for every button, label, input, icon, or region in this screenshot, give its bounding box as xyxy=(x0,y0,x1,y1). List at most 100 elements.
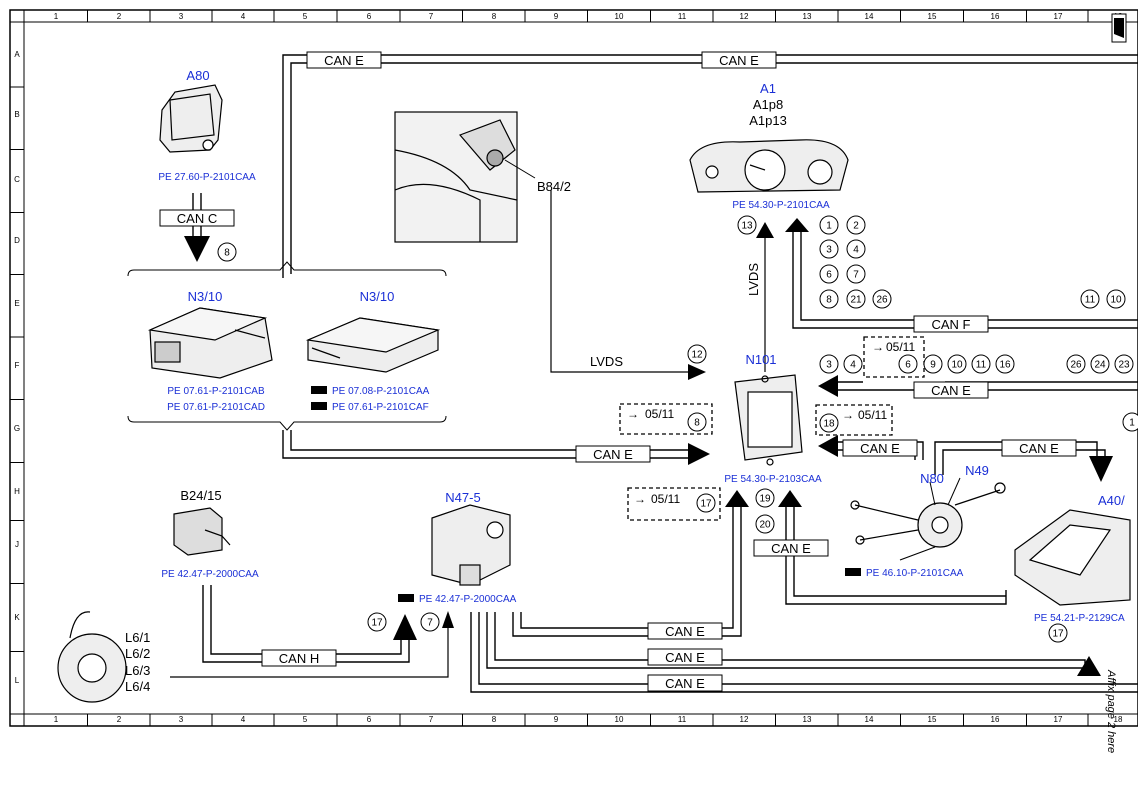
grid-row-label: B xyxy=(14,110,19,119)
svg-text:CAN E: CAN E xyxy=(665,624,705,639)
l6-wheel-illustration xyxy=(57,611,127,703)
n49-id: N49 xyxy=(965,463,989,478)
grid-row-label: L xyxy=(15,676,20,685)
grid-column-label: 14 xyxy=(865,12,874,21)
svg-text:17: 17 xyxy=(700,499,712,510)
b24-15-illustration xyxy=(173,507,231,556)
svg-text:16: 16 xyxy=(999,360,1011,371)
l6-1: L6/1 xyxy=(125,630,150,645)
b24-15-id: B24/15 xyxy=(180,488,221,503)
component-illustrations xyxy=(57,84,1131,703)
connector-circle: 23 xyxy=(1114,354,1134,374)
svg-text:8: 8 xyxy=(826,295,832,306)
n101-illustration xyxy=(734,374,803,466)
page-refs: → 05/11 → 05/11 → 05/11 → 05/11 xyxy=(619,336,925,521)
svg-text:26: 26 xyxy=(876,295,888,306)
grid-column-label: 1 xyxy=(54,715,59,724)
n101-id: N101 xyxy=(745,352,776,367)
n3-10-right-illustration xyxy=(305,317,441,373)
connector-circle: 7 xyxy=(846,264,866,284)
a1-ref: PE 54.30-P-2101CAA xyxy=(732,200,830,211)
b24-15-ref: PE 42.47-P-2000CAA xyxy=(161,569,259,580)
connector-circle: 1 xyxy=(819,215,839,235)
hand-pointer-icon xyxy=(311,386,327,394)
grid-column-label: 7 xyxy=(429,715,434,724)
grid-column-label: 11 xyxy=(678,12,687,21)
connector-circle: 10 xyxy=(947,354,967,374)
hand-pointer-icon xyxy=(311,402,327,410)
connector-circle: 8 xyxy=(819,289,839,309)
n3-10-left-ref1: PE 07.61-P-2101CAB xyxy=(167,386,265,397)
connector-circle: 6 xyxy=(819,264,839,284)
svg-text:4: 4 xyxy=(853,245,859,256)
grid-column-label: 14 xyxy=(865,715,874,724)
svg-text:CAN E: CAN E xyxy=(860,441,900,456)
a80-illustration xyxy=(159,84,223,153)
connector-circle: 12 xyxy=(687,344,707,364)
grid-column-label: 13 xyxy=(803,12,812,21)
grid-row-label: C xyxy=(14,175,20,184)
grid-column-label: 5 xyxy=(303,12,308,21)
arrow-can-e-up-2 xyxy=(778,490,802,507)
connector-circle: 16 xyxy=(995,354,1015,374)
grid-column-label: 13 xyxy=(803,715,812,724)
svg-text:10: 10 xyxy=(951,360,963,371)
connector-circle: 4 xyxy=(843,354,863,374)
svg-text:05/11: 05/11 xyxy=(651,492,680,506)
b84-2-photo xyxy=(394,111,536,243)
grid-column-label: 17 xyxy=(1054,715,1063,724)
b84-2-id: B84/2 xyxy=(537,179,571,194)
connector-circle: 11 xyxy=(971,354,991,374)
connector-circle: 7 xyxy=(420,612,440,632)
bus-label-can-e-top-1: CAN E xyxy=(306,51,382,69)
svg-text:11: 11 xyxy=(976,360,987,371)
n3-10-left-illustration xyxy=(147,307,273,379)
bus-label-can-c: CAN C xyxy=(159,209,235,227)
svg-text:→: → xyxy=(634,492,646,506)
svg-text:05/11: 05/11 xyxy=(858,408,887,422)
svg-text:10: 10 xyxy=(1110,295,1122,306)
grid-column-label: 8 xyxy=(492,715,497,724)
grid-column-label: 3 xyxy=(179,715,184,724)
svg-text:3: 3 xyxy=(826,245,832,256)
svg-text:CAN C: CAN C xyxy=(177,211,217,226)
arrowheads xyxy=(184,218,1113,676)
connector-circle: 10 xyxy=(1106,289,1126,309)
bus-label-can-e-mid: CAN E xyxy=(753,539,829,557)
svg-text:7: 7 xyxy=(853,270,859,281)
svg-text:23: 23 xyxy=(1118,360,1130,371)
svg-text:CAN E: CAN E xyxy=(665,676,705,691)
grid-column-label: 11 xyxy=(678,715,687,724)
arrow-lvds-up xyxy=(756,222,774,238)
grid-column-label: 9 xyxy=(554,12,559,21)
arrow-can-e-left-1 xyxy=(818,375,838,397)
arrow-can-e-right-main xyxy=(688,443,710,465)
a1-id: A1 xyxy=(760,81,776,96)
arrow-l6-up xyxy=(442,611,454,628)
connector-circle: 8 xyxy=(217,242,237,262)
grid-row-label: H xyxy=(14,487,20,496)
bus-label-can-e-top-2: CAN E xyxy=(701,51,777,69)
connector-circle: 18 xyxy=(819,413,839,433)
arrow-can-h-up xyxy=(393,614,417,640)
svg-text:CAN E: CAN E xyxy=(1019,441,1059,456)
connector-circle: 9 xyxy=(923,354,943,374)
connector-circle: 8 xyxy=(687,412,707,432)
svg-text:17: 17 xyxy=(371,618,383,629)
svg-text:6: 6 xyxy=(826,270,832,281)
component-labels: A80 PE 27.60-P-2101CAA N3/10 PE 07.61-P-… xyxy=(125,68,1125,694)
n47-5-illustration xyxy=(431,504,511,586)
bus-label-lvds-vertical: LVDS xyxy=(746,263,761,296)
n3-10-right-ref2: PE 07.61-P-2101CAF xyxy=(332,402,429,413)
svg-text:CAN E: CAN E xyxy=(719,53,759,68)
grid-column-label: 12 xyxy=(740,12,749,21)
connector-circle: 19 xyxy=(755,488,775,508)
bus-label-can-e-low-2: CAN E xyxy=(647,648,723,666)
svg-text:24: 24 xyxy=(1094,360,1106,371)
svg-text:1: 1 xyxy=(1129,418,1135,429)
grid-column-label: 16 xyxy=(991,12,1000,21)
grid-column-label: 3 xyxy=(179,12,184,21)
